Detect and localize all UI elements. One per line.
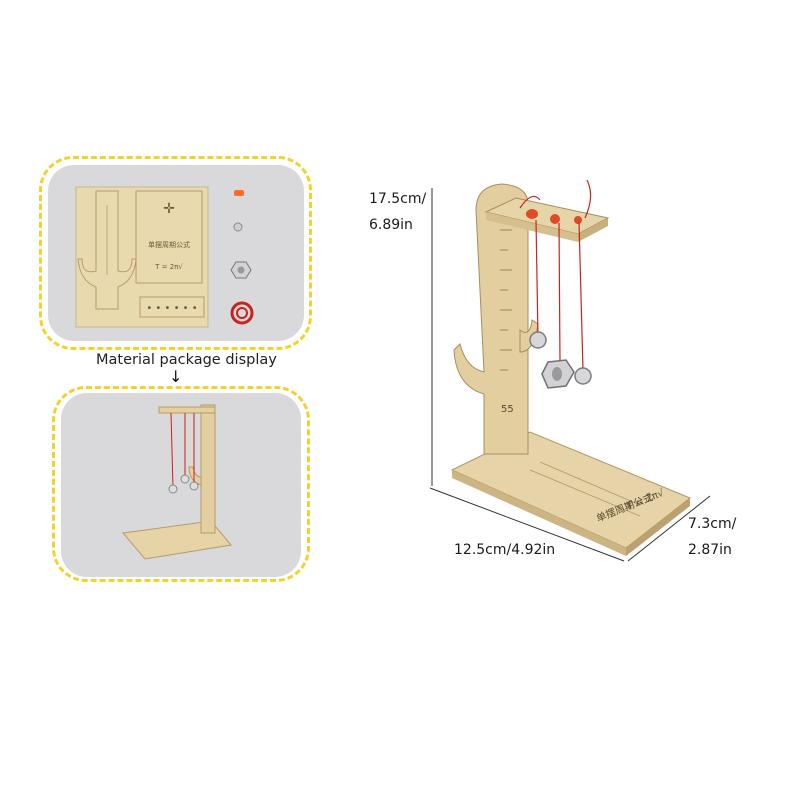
width-dimension-label: 7.3cm/ 2.87in bbox=[688, 511, 736, 563]
height-in: 6.89in bbox=[369, 217, 413, 233]
sheet-formula-title: 单摆周期公式 bbox=[148, 240, 190, 249]
red-beads bbox=[234, 190, 244, 196]
material-package-caption: Material package display bbox=[96, 352, 277, 368]
material-package-frame bbox=[39, 156, 312, 350]
length-dimension-label: 12.5cm/4.92in bbox=[454, 542, 556, 558]
svg-text:55: 55 bbox=[501, 404, 514, 415]
width-cm: 7.3cm/ bbox=[688, 516, 737, 532]
assembled-pendulum-small bbox=[122, 404, 232, 560]
height-cm: 17.5cm/ bbox=[369, 191, 427, 207]
small-bolts bbox=[233, 222, 243, 232]
svg-text:✛: ✛ bbox=[163, 201, 175, 217]
assembled-model-frame bbox=[52, 386, 310, 582]
red-string-coil bbox=[230, 301, 254, 325]
assembled-model-photo bbox=[61, 393, 301, 577]
width-in: 2.87in bbox=[688, 542, 732, 558]
sheet-formula: T = 2π√ bbox=[154, 263, 183, 271]
down-arrow-icon: ↓ bbox=[169, 367, 183, 386]
height-dimension-label: 17.5cm/ 6.89in bbox=[369, 186, 426, 238]
laser-cut-sheet-illustration: ✛ 单摆周期公式 T = 2π√ • • • • • • bbox=[75, 186, 254, 328]
material-package-photo: ✛ 单摆周期公式 T = 2π√ • • • • • • bbox=[48, 165, 304, 341]
svg-text:• • • • • •: • • • • • • bbox=[146, 303, 197, 314]
